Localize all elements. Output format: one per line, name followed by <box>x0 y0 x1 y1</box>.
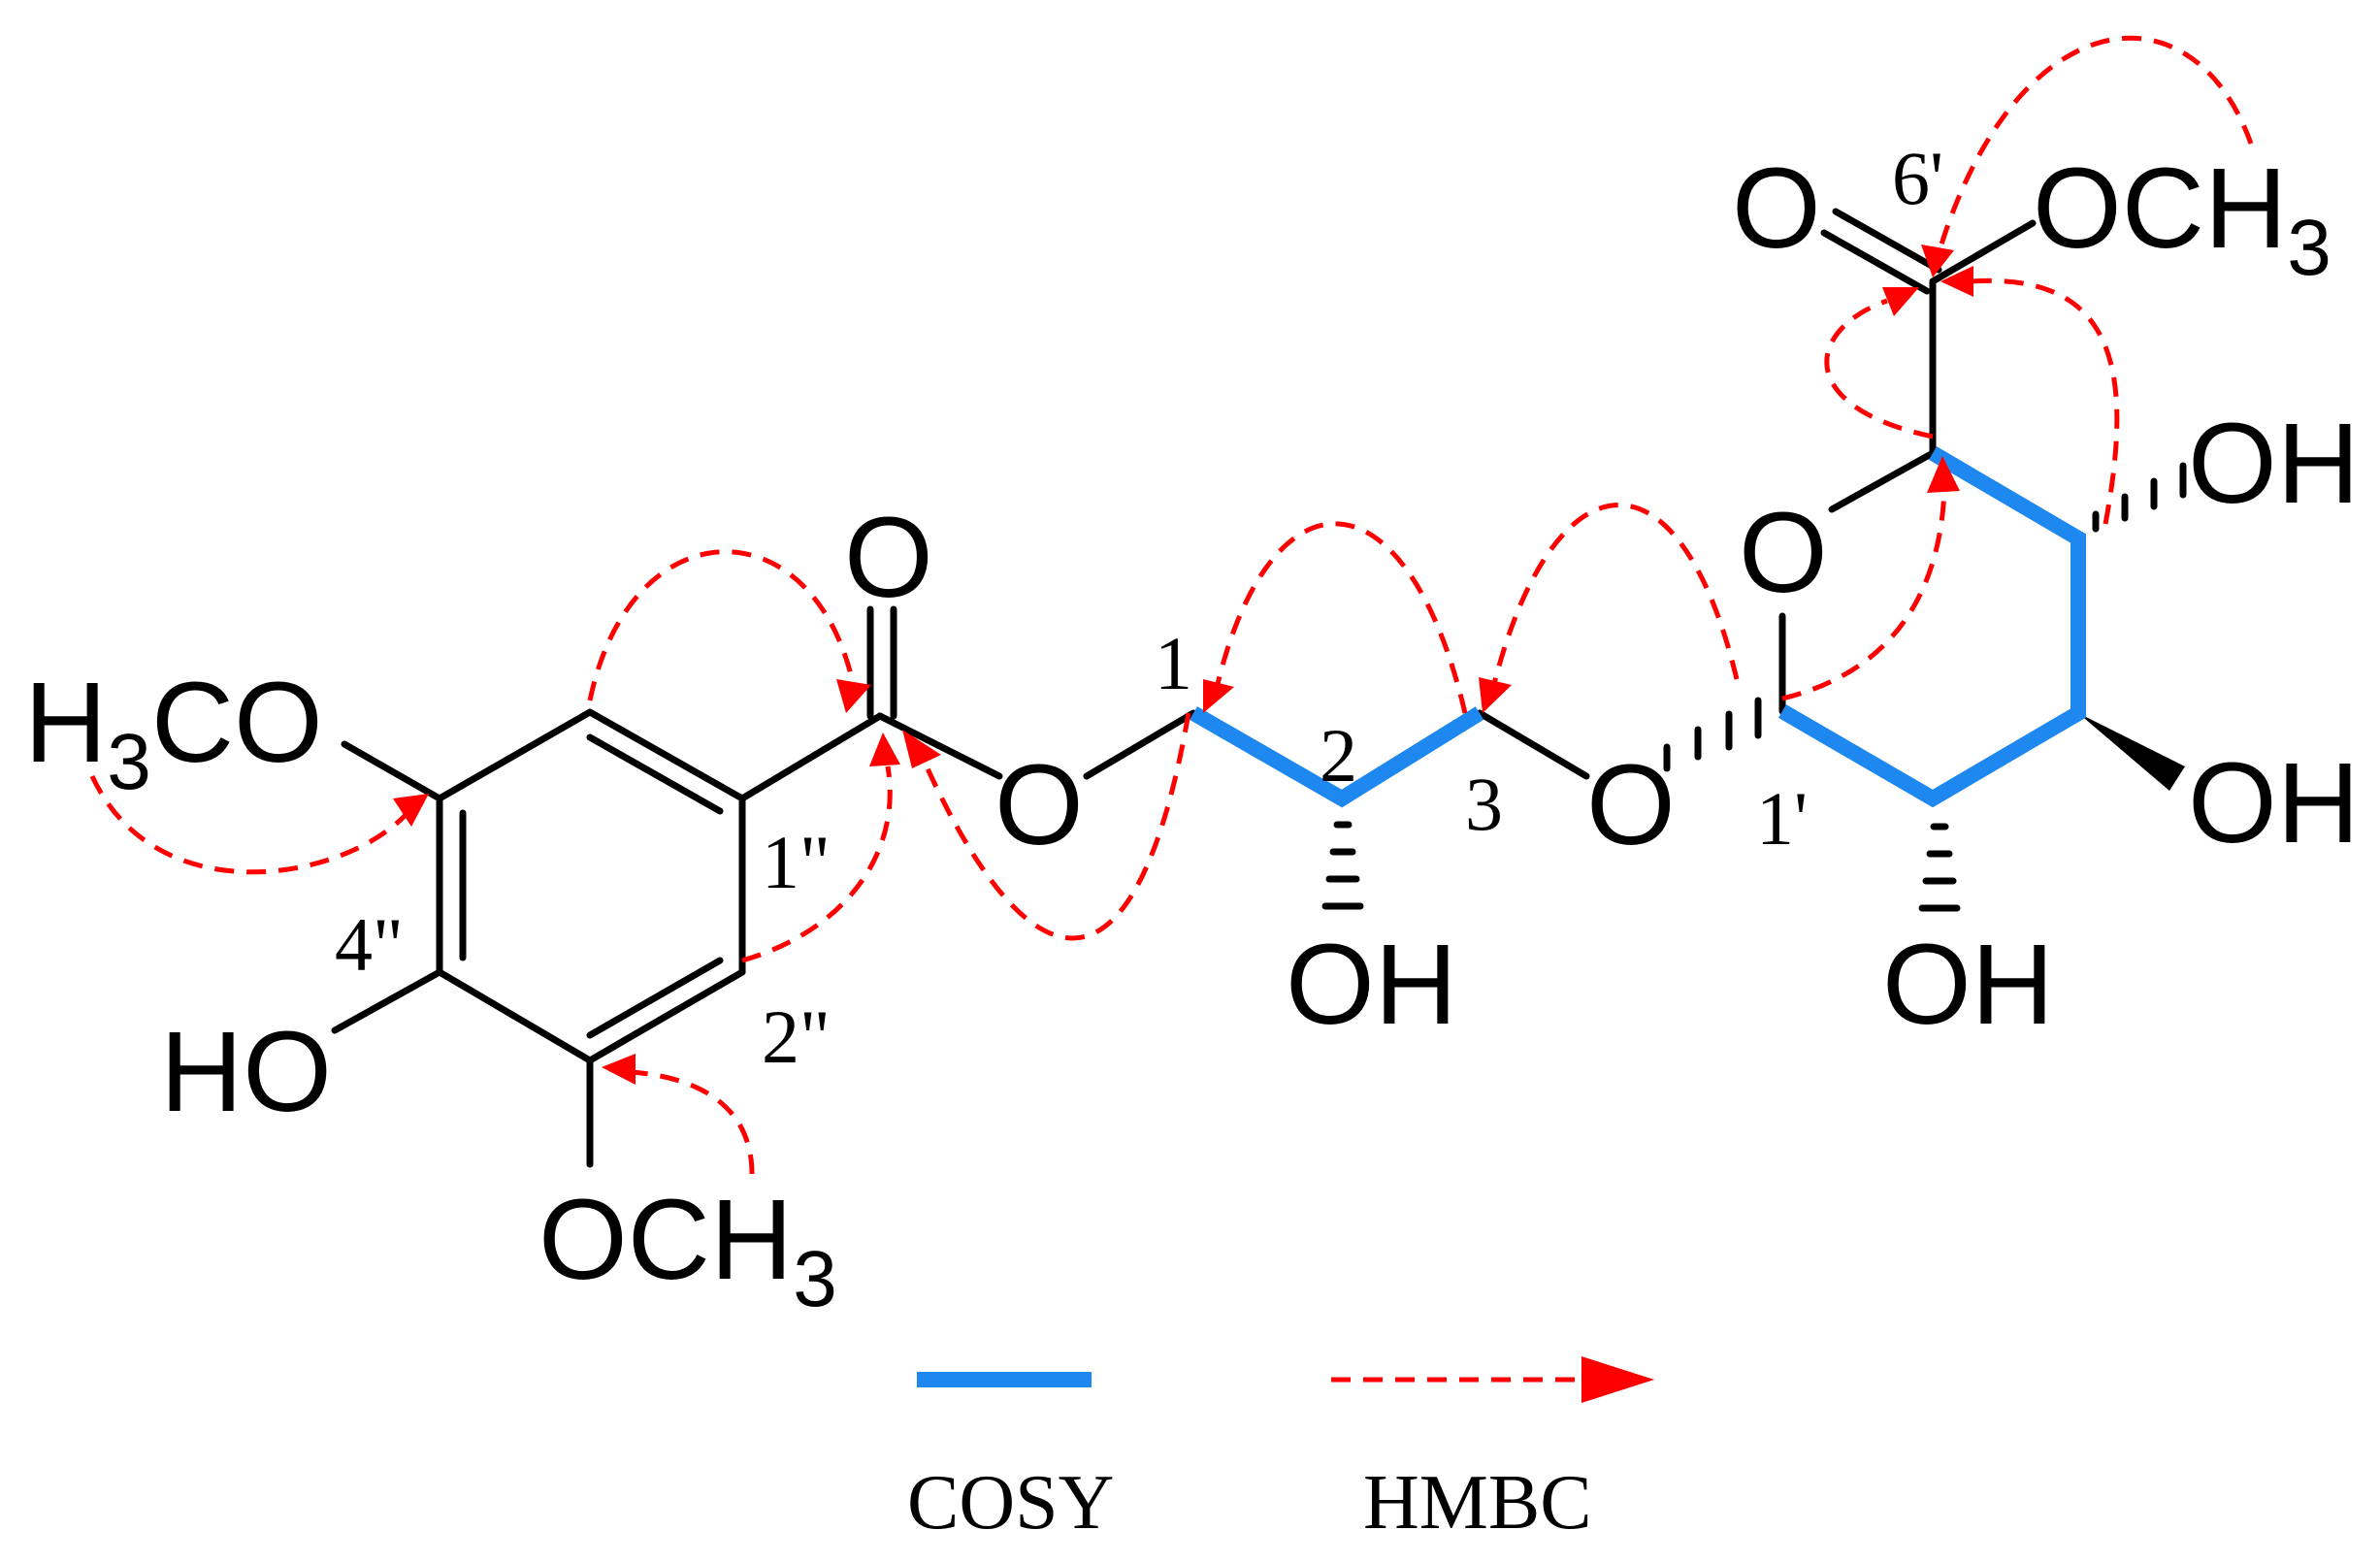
hmbc-arrow-c6pp-carbonyl <box>587 549 857 701</box>
hmbc-arrowhead <box>602 1054 636 1085</box>
bond-c5pp-h3co <box>341 740 443 802</box>
hmbc-arrowhead <box>1940 266 1973 297</box>
hashed-bond-oglyco-c1p <box>1663 697 1762 772</box>
label-oh-c4p: OH <box>2188 400 2360 528</box>
bond-c1pp-carbonyl <box>738 712 884 802</box>
hmbc-arrow-och3-c3pp <box>630 1069 755 1175</box>
hmbc-arrowhead <box>1921 244 1954 277</box>
cosy-c1-c2-c3 <box>1190 706 1484 808</box>
hmbc-arrowhead <box>1479 677 1512 713</box>
ring-inner-bond-2 <box>586 957 724 1039</box>
hmbc-arrow-c5p-c6p <box>1824 298 1934 440</box>
label-o-carbonyl-6p: O <box>1732 145 1821 273</box>
num-c2pp: 2" <box>762 994 831 1079</box>
hashed-bond-c4p-oh <box>2092 462 2187 533</box>
hmbc-arrow-c2pp-carbonyl <box>741 765 893 963</box>
hashed-bond-c2p-oh <box>1918 823 1961 912</box>
ring-bond-c6pp-c1pp <box>586 708 746 802</box>
bond-c3-oglyco <box>1476 709 1590 780</box>
label-o-glycoside: O <box>1586 741 1676 869</box>
hmbc-arrowhead <box>393 794 429 827</box>
hmbc-arrow-c3-c1 <box>1215 521 1468 714</box>
num-c4pp: 4" <box>335 902 404 987</box>
label-oh-c3p: OH <box>2188 739 2360 867</box>
label-o-carbonyl-ester: O <box>844 494 933 622</box>
label-h3co: H3CO <box>24 659 323 806</box>
label-oh-c2p: OH <box>1882 921 2054 1049</box>
atom-labels: O O O O O OCH3 OH OH OH OH HO H3CO OCH3 <box>24 145 2360 1323</box>
hmbc-arrow-och3-c6p <box>1938 35 2254 248</box>
ring-bond-c3pp-c4pp <box>436 968 594 1064</box>
hmbc-arrow-c4p-c6p <box>1969 277 2120 525</box>
ring-bond-c5pp-c6pp <box>436 708 594 802</box>
label-oh-c2: OH <box>1286 921 1457 1049</box>
hmbc-arrowhead <box>902 730 941 768</box>
cosy-c1p-to-c5p <box>1777 446 2086 808</box>
hmbc-arrow-h3co-c5pp <box>89 774 408 875</box>
hmbc-arrowhead <box>1882 287 1919 316</box>
hmbc-arrow-c1p-c5p <box>1781 489 1947 701</box>
hmbc-arrowhead <box>869 733 900 766</box>
skeleton-bonds <box>331 208 2187 1168</box>
num-c3: 3 <box>1465 762 1503 846</box>
num-c1pp: 1" <box>762 820 831 904</box>
bond-oring-c5p <box>1828 449 1937 513</box>
legend-hmbc-arrowhead <box>1581 1356 1654 1403</box>
legend-cosy-label: COSY <box>907 1460 1114 1546</box>
numbering-labels: 1 2 3 1' 6' 1" 2" 4" <box>335 136 1943 1079</box>
num-c1p: 1' <box>1756 776 1808 861</box>
hmbc-correlations <box>89 35 2254 1175</box>
label-ho-4pp: HO <box>160 1008 332 1136</box>
wedge-bond-c3p-oh <box>2078 713 2185 791</box>
hmbc-arrow-c1-carbonyl <box>924 712 1191 941</box>
bond-c6p-och3 <box>1929 219 2037 285</box>
legend-hmbc-label: HMBC <box>1363 1460 1592 1546</box>
ring-inner-bond-1 <box>586 733 724 815</box>
bond-carbonyl-oester <box>876 712 1003 780</box>
label-o-ring: O <box>1739 489 1828 617</box>
hmbc-arrowhead <box>836 679 871 713</box>
label-o-ester-link: O <box>994 741 1084 869</box>
num-c1: 1 <box>1155 621 1192 705</box>
ring-bond-c2pp-c3pp <box>586 968 746 1064</box>
hmbc-arrowhead <box>1927 456 1960 493</box>
legend: COSY HMBC <box>907 1356 1654 1546</box>
label-och3-6p: OCH3 <box>2033 145 2331 292</box>
num-c2: 2 <box>1320 713 1357 798</box>
hashed-bond-c2-oh <box>1321 821 1364 910</box>
bond-oester-c1 <box>1083 709 1197 780</box>
label-och3-5pp: OCH3 <box>538 1176 837 1323</box>
bond-c6p-o-double-b <box>1832 208 1942 274</box>
cosy-correlations <box>1190 446 2086 808</box>
bond-c4pp-ho <box>331 968 443 1034</box>
bond-c6p-o-double-a <box>1820 229 1931 295</box>
num-c6p: 6' <box>1892 136 1943 220</box>
hmbc-arrowhead <box>1203 679 1234 713</box>
hmbc-arrow-c1p-c3 <box>1491 503 1740 685</box>
